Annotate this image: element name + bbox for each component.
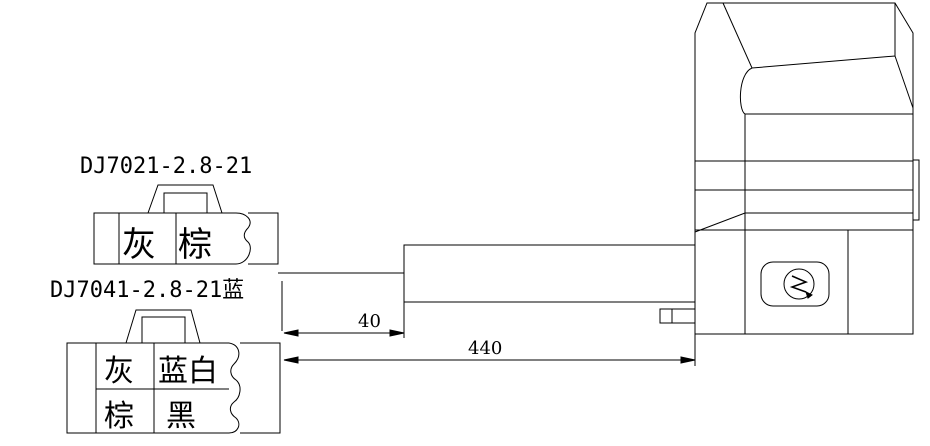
actuator-rod (403, 244, 696, 303)
connector-top-pin-1: 灰 (122, 225, 156, 265)
connector-bottom-pin-2: 蓝白 (158, 354, 218, 389)
dimension-440: 440 (283, 302, 696, 366)
connector-top-pin-2: 棕 (178, 225, 212, 265)
connector-top-latch (147, 184, 223, 214)
connector-bottom-body (66, 342, 229, 434)
connector-top-wavy-edge (235, 212, 251, 265)
cable-and-rod (278, 244, 696, 303)
motor-plate (760, 261, 830, 307)
connector-top-body (93, 212, 236, 265)
dimension-40-label: 40 (358, 311, 381, 332)
connector-bottom-model-label: DJ7041-2.8-21蓝 (50, 278, 244, 303)
connector-top-model-label: DJ7021-2.8-21 (80, 154, 252, 179)
rod-bracket (659, 308, 695, 324)
connector-top: DJ7021-2.8-21 灰 棕 (80, 154, 279, 265)
connector-bottom-pin-1: 灰 (104, 354, 134, 389)
connector-bottom-wavy-edge (228, 342, 241, 434)
housing-outline (694, 2, 914, 335)
motor-symbol-icon (783, 268, 815, 300)
connector-bottom-pin-4: 黑 (166, 399, 196, 434)
actuator-housing (659, 2, 920, 335)
connector-bottom: DJ7041-2.8-21蓝 灰 蓝白 棕 黑 (50, 278, 283, 434)
dimension-440-label: 440 (468, 338, 502, 359)
connector-bottom-pin-3: 棕 (104, 399, 134, 434)
connector-bottom-latch (125, 309, 201, 344)
dimension-40: 40 (283, 302, 405, 338)
